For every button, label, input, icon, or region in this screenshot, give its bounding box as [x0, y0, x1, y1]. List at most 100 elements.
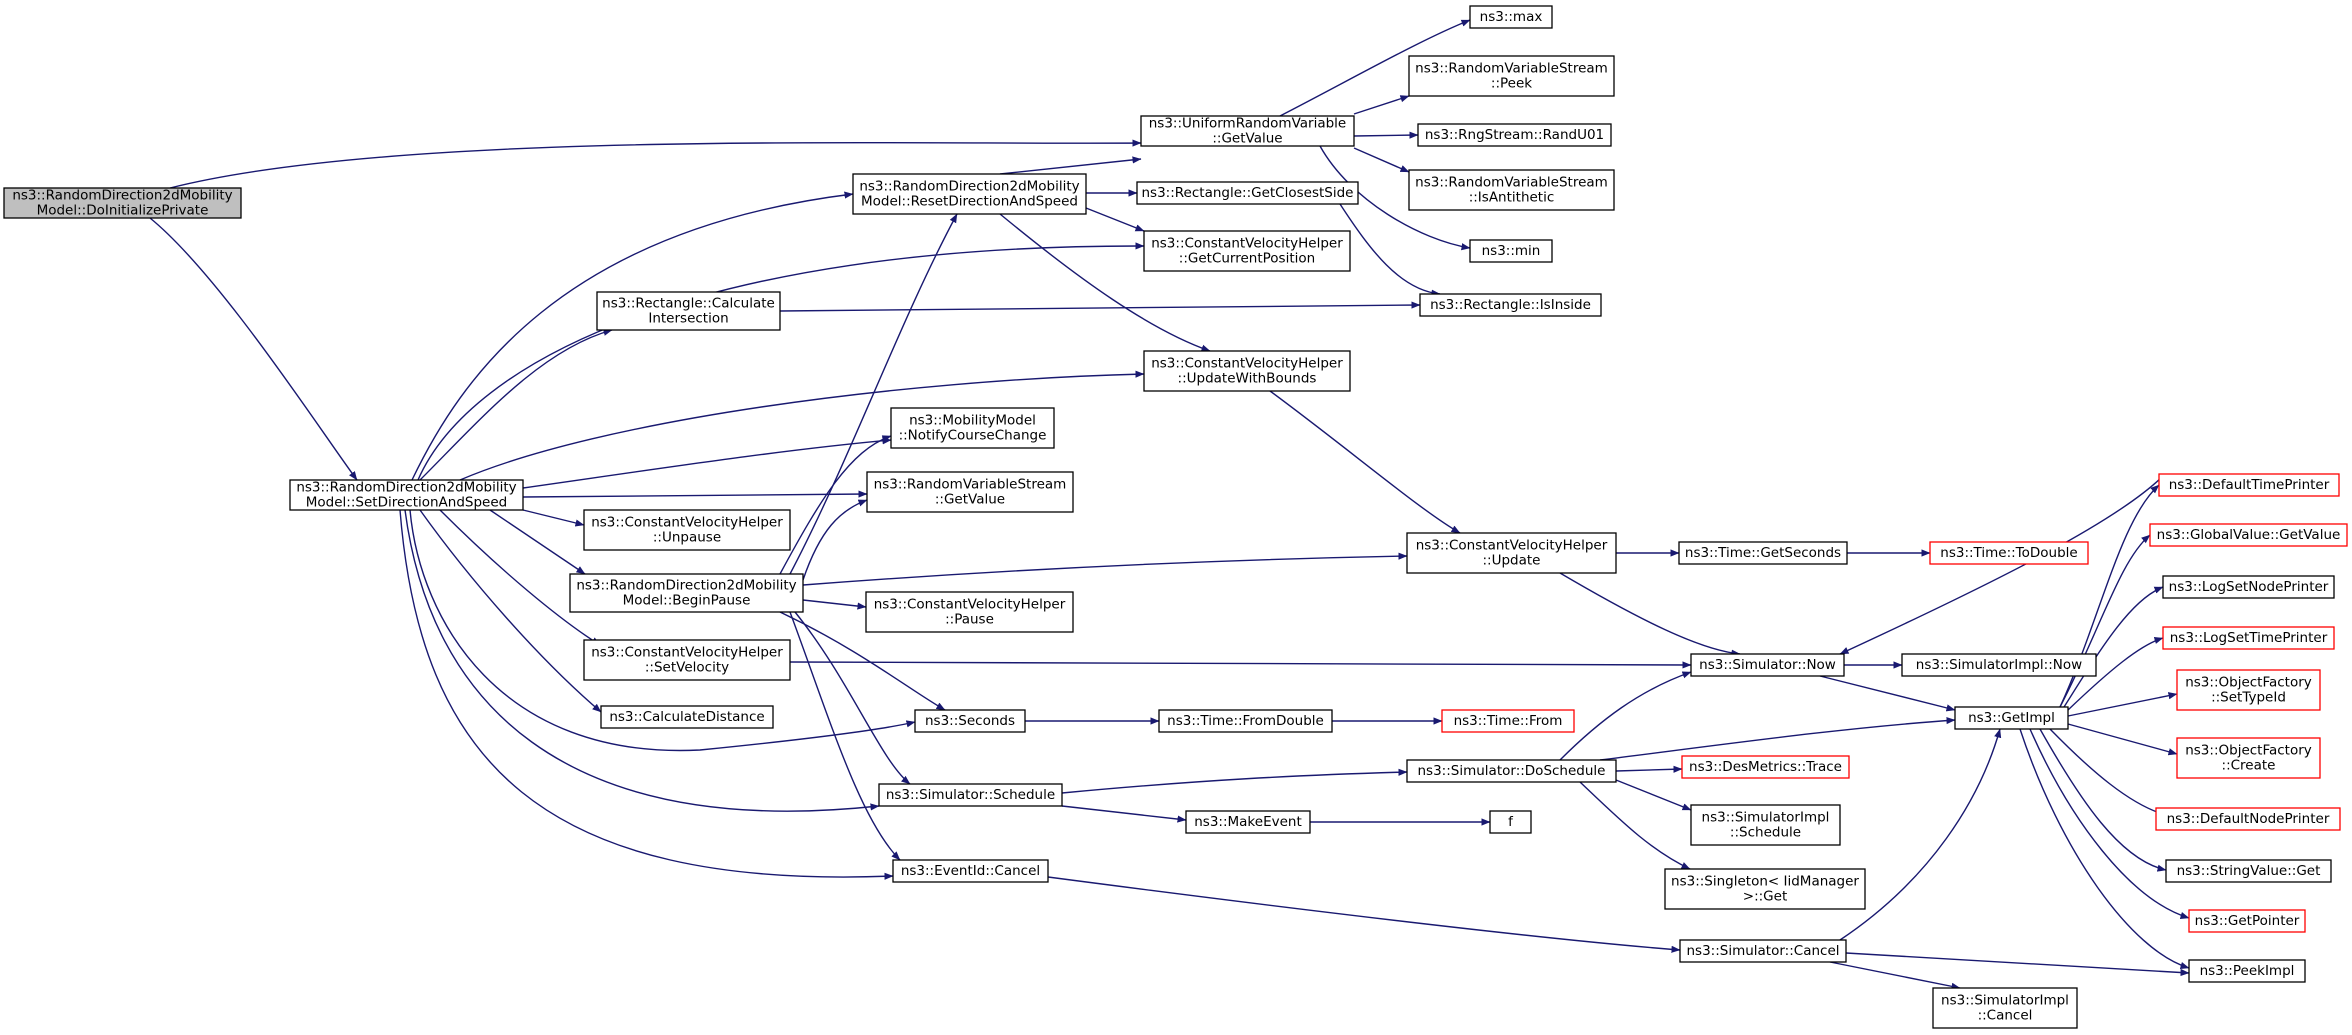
node-label: ns3::SimulatorImpl::Now	[1916, 657, 2082, 673]
node-implsched[interactable]: ns3::SimulatorImpl::Schedule	[1690, 804, 1841, 846]
node-label: Model::DoInitializePrivate	[37, 203, 209, 219]
node-ofsettype[interactable]: ns3::ObjectFactory::SetTypeId	[2176, 669, 2321, 711]
edge-setdir-calcint	[419, 328, 613, 481]
node-box	[1469, 239, 1553, 263]
node-deftp[interactable]: ns3::DefaultTimePrinter	[2158, 473, 2340, 497]
node-peekimpl[interactable]: ns3::PeekImpl	[2188, 959, 2306, 983]
node-implcancel[interactable]: ns3::SimulatorImpl::Cancel	[1932, 987, 2078, 1029]
node-label: ns3::RandomDirection2dMobility	[12, 188, 232, 204]
edge-closest-isinside	[1339, 203, 1441, 297]
node-box	[852, 173, 1087, 215]
edge-beginpause-resetdir	[789, 213, 958, 575]
node-setvel[interactable]: ns3::ConstantVelocityHelper::SetVelocity	[583, 639, 791, 681]
node-label: ns3::Simulator::Schedule	[886, 787, 1055, 803]
node-rvsget[interactable]: ns3::RandomVariableStream::GetValue	[866, 471, 1074, 513]
node-label: ns3::Time::GetSeconds	[1685, 545, 1841, 561]
edge-getimpl-globalval	[2059, 534, 2151, 708]
edge-resetdir-curpos	[1085, 207, 1145, 232]
edge-setvel-simnow	[789, 661, 1692, 669]
edge-update-simnow	[1559, 572, 1741, 657]
edge-getimpl-peekimpl	[2019, 728, 2190, 969]
node-label: ns3::CalculateDistance	[609, 709, 764, 725]
node-isanti[interactable]: ns3::RandomVariableStream::IsAntithetic	[1408, 169, 1615, 211]
node-box	[1954, 706, 2069, 730]
node-min[interactable]: ns3::min	[1469, 239, 1553, 263]
node-box	[866, 471, 1074, 513]
node-closest[interactable]: ns3::Rectangle::GetClosestSide	[1136, 181, 1359, 205]
node-label: ns3::SimulatorImpl	[1702, 810, 1830, 826]
node-randu01[interactable]: ns3::RngStream::RandU01	[1417, 123, 1612, 147]
node-dosched[interactable]: ns3::Simulator::DoSchedule	[1406, 759, 1617, 783]
edge-getimpl-defnp	[2049, 728, 2167, 817]
node-box	[1143, 350, 1351, 392]
node-label: ns3::Simulator::Now	[1699, 657, 1836, 673]
node-singleton[interactable]: ns3::Singleton< IidManager >::Get	[1664, 868, 1866, 910]
node-box	[1469, 5, 1553, 29]
node-label: ::Update	[1483, 553, 1541, 569]
edge-setdir-unpause	[522, 509, 585, 527]
node-calcdist[interactable]: ns3::CalculateDistance	[600, 705, 774, 729]
node-defnp[interactable]: ns3::DefaultNodePrinter	[2155, 807, 2341, 831]
edge-setdir-schedule	[404, 509, 880, 812]
node-unpause[interactable]: ns3::ConstantVelocityHelper::Unpause	[583, 509, 791, 551]
edge-setdir-resetdir	[411, 191, 854, 481]
node-trace[interactable]: ns3::DesMetrics::Trace	[1681, 755, 1850, 779]
node-seconds[interactable]: ns3::Seconds	[914, 709, 1026, 733]
node-implnow[interactable]: ns3::SimulatorImpl::Now	[1901, 653, 2097, 677]
edge-resetdir-updbounds	[999, 213, 1211, 352]
node-setdir[interactable]: ns3::RandomDirection2dMobilityModel::Set…	[289, 479, 524, 511]
node-getptr[interactable]: ns3::GetPointer	[2188, 909, 2306, 933]
node-f[interactable]: f	[1489, 810, 1532, 834]
node-label: ns3::DefaultTimePrinter	[2169, 477, 2330, 493]
node-resetdir[interactable]: ns3::RandomDirection2dMobilityModel::Res…	[852, 173, 1087, 215]
node-label: ::Unpause	[653, 530, 721, 546]
node-box	[2165, 859, 2332, 883]
node-todouble[interactable]: ns3::Time::ToDouble	[1929, 541, 2089, 565]
node-box	[2162, 626, 2335, 650]
edge-dosched-simnow	[1559, 671, 1692, 761]
node-logsetnode[interactable]: ns3::LogSetNodePrinter	[2162, 575, 2335, 599]
node-label: ns3::ObjectFactory	[2185, 675, 2312, 691]
node-fromdouble[interactable]: ns3::Time::FromDouble	[1158, 709, 1333, 733]
edge-uniform-peek	[1353, 95, 1410, 115]
node-schedule[interactable]: ns3::Simulator::Schedule	[878, 783, 1063, 807]
node-logsettime[interactable]: ns3::LogSetTimePrinter	[2162, 626, 2335, 650]
node-peek[interactable]: ns3::RandomVariableStream::Peek	[1408, 55, 1615, 97]
node-label: ns3::RandomDirection2dMobility	[859, 179, 1079, 195]
node-uniform[interactable]: ns3::UniformRandomVariable::GetValue	[1140, 115, 1355, 147]
node-label: Model::BeginPause	[623, 593, 751, 609]
node-simcancel[interactable]: ns3::Simulator::Cancel	[1679, 939, 1847, 963]
node-timefrom[interactable]: ns3::Time::From	[1441, 709, 1575, 733]
node-box	[289, 479, 524, 511]
node-cancel[interactable]: ns3::EventId::Cancel	[892, 859, 1049, 883]
node-box	[878, 783, 1063, 807]
node-makeevent[interactable]: ns3::MakeEvent	[1185, 810, 1311, 834]
node-getseconds[interactable]: ns3::Time::GetSeconds	[1678, 541, 1848, 565]
node-ofcreate[interactable]: ns3::ObjectFactory::Create	[2176, 737, 2321, 779]
node-box	[914, 709, 1026, 733]
node-simnow[interactable]: ns3::Simulator::Now	[1690, 653, 1845, 677]
node-curpos[interactable]: ns3::ConstantVelocityHelper::GetCurrentP…	[1143, 230, 1351, 272]
node-isinside[interactable]: ns3::Rectangle::IsInside	[1419, 293, 1602, 317]
node-beginpause[interactable]: ns3::RandomDirection2dMobilityModel::Beg…	[569, 573, 804, 613]
node-strval[interactable]: ns3::StringValue::Get	[2165, 859, 2332, 883]
node-label: ns3::LogSetNodePrinter	[2169, 579, 2329, 595]
node-update[interactable]: ns3::ConstantVelocityHelper::Update	[1406, 532, 1617, 574]
node-getimpl[interactable]: ns3::GetImpl	[1954, 706, 2069, 730]
node-label: ns3::Seconds	[925, 713, 1015, 729]
node-label: ns3::StringValue::Get	[2177, 863, 2321, 879]
node-label: ns3::RandomDirection2dMobility	[576, 578, 796, 594]
node-notify[interactable]: ns3::MobilityModel::NotifyCourseChange	[890, 407, 1055, 449]
node-label: ::Cancel	[1978, 1008, 2033, 1024]
node-globalval[interactable]: ns3::GlobalValue::GetValue	[2149, 523, 2348, 547]
node-max[interactable]: ns3::max	[1469, 5, 1553, 29]
node-updbounds[interactable]: ns3::ConstantVelocityHelper::UpdateWithB…	[1143, 350, 1351, 392]
node-doinit[interactable]: ns3::RandomDirection2dMobilityModel::DoI…	[3, 187, 242, 219]
node-box	[600, 705, 774, 729]
node-box	[583, 509, 791, 551]
edge-cancel-simcancel	[1047, 876, 1681, 953]
node-pause[interactable]: ns3::ConstantVelocityHelper::Pause	[865, 591, 1074, 633]
edge-dosched-implsched	[1615, 779, 1692, 811]
